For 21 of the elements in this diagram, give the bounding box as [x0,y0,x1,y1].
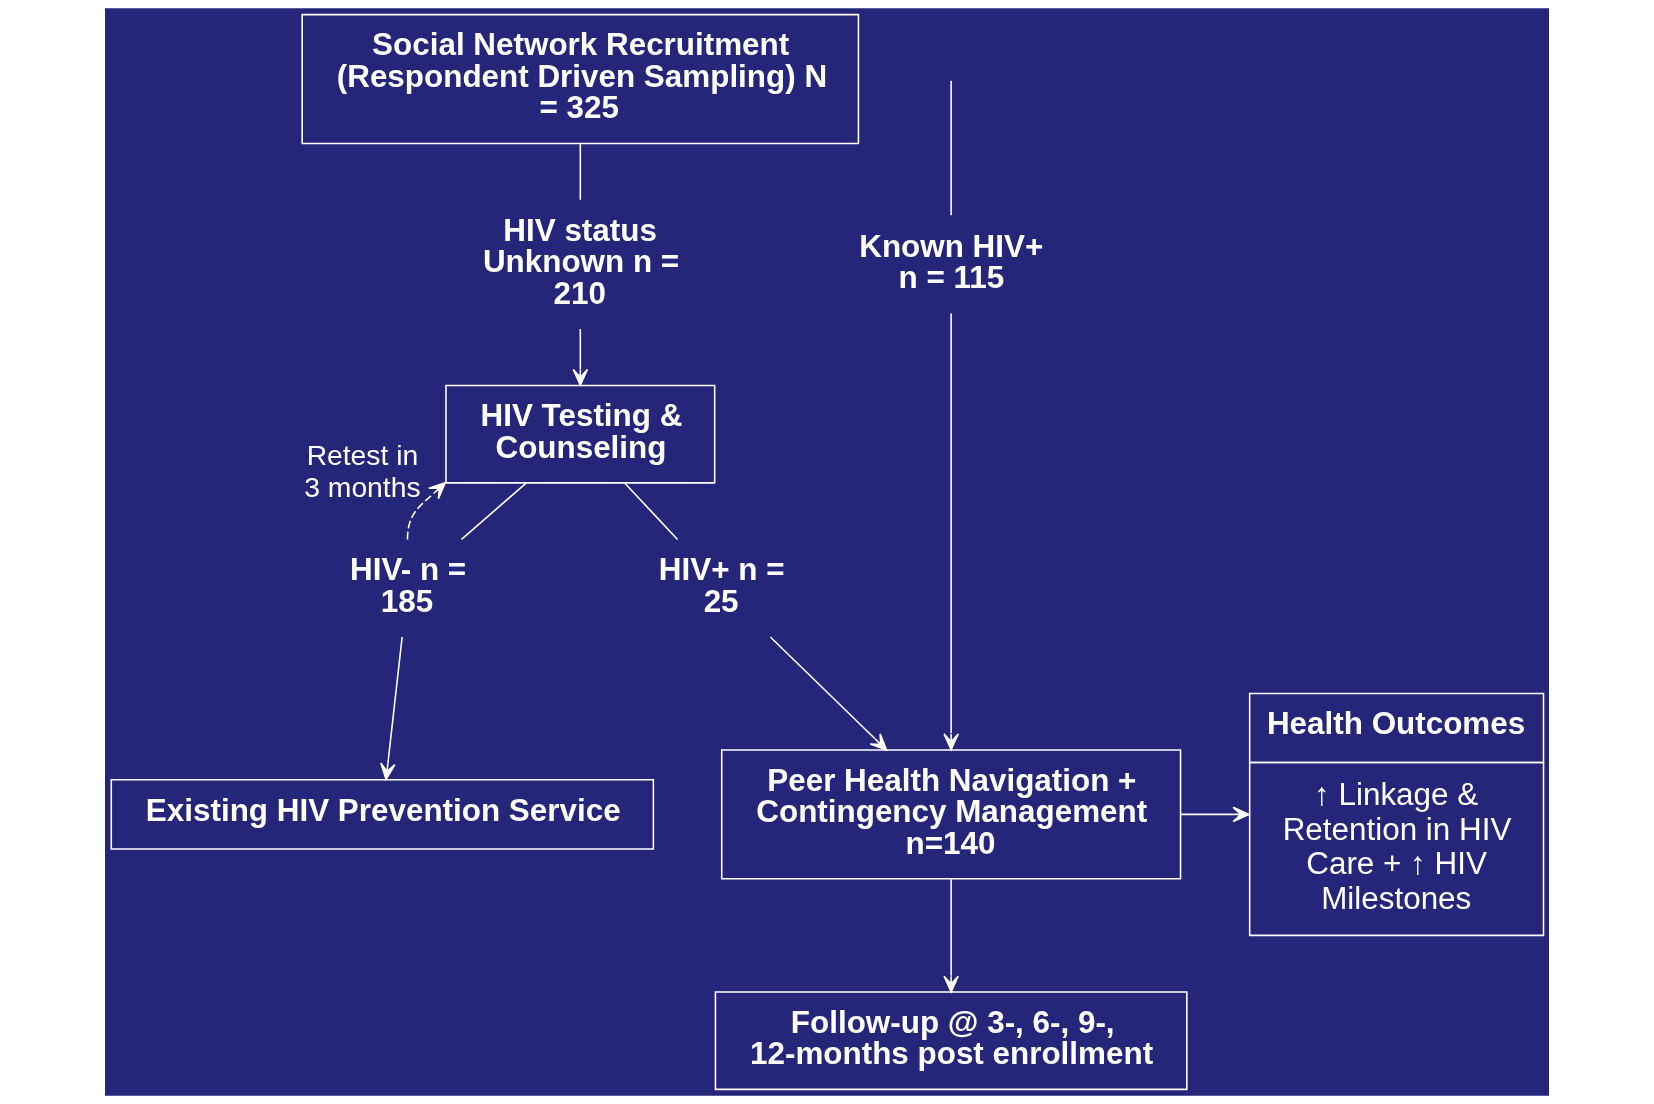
node-box: Follow-up @ 3-, 6-, 9-, 12-months post enrollment [714,991,1188,1091]
arrow [943,312,959,751]
connector [950,79,952,217]
node-text: HIV+ n = 25 [658,552,785,619]
edge-label: Retest in 3 months [304,439,421,503]
node-box: HIV Testing & Counseling [445,384,716,484]
arrow [572,328,589,386]
node-box: Existing HIV Prevention Service [110,779,655,850]
node-box: Peer Health Navigation + Contingency Management n=140 [720,749,1182,880]
arrow [406,482,446,541]
arrow [943,878,959,993]
arrow [769,636,888,751]
node-text: Known HIV+ n = 115 [859,228,1044,296]
arrow [380,636,403,781]
node-text: HIV status Unknown n = 210 [482,212,680,311]
node-text: HIV- n = 185 [350,552,467,619]
connector [579,143,582,201]
node-box: Social Network Recruitment (Respondent Driven Sampling) N = 325 [301,13,860,145]
connector [623,482,679,541]
arrow [1180,806,1250,823]
connector [460,482,527,541]
